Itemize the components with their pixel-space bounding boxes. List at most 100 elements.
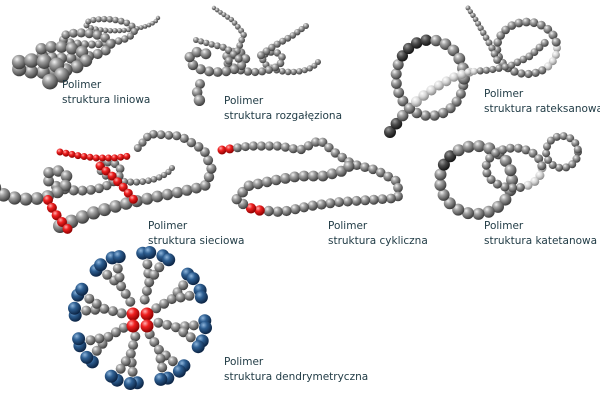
monomer-bead (81, 305, 92, 316)
monomer-bead (491, 148, 501, 158)
monomer-bead (546, 136, 555, 145)
monomer-bead (161, 171, 168, 179)
label-network: Polimer struktura sieciowa (148, 219, 244, 249)
monomer-bead (8, 191, 22, 205)
crosslink-bead (217, 145, 227, 155)
crosslink-bead (126, 307, 140, 321)
monomer-bead (486, 175, 496, 184)
monomer-bead (571, 139, 580, 148)
monomer-bead (522, 17, 531, 27)
monomer-bead (236, 42, 244, 49)
monomer-bead (123, 19, 131, 27)
monomer-bead (548, 57, 557, 66)
monomer-bead (315, 59, 321, 65)
monomer-bead (94, 40, 103, 49)
monomer-bead (87, 206, 101, 220)
monomer-bead (229, 50, 238, 59)
monomer-bead (150, 21, 155, 26)
monomer-bead (238, 36, 245, 44)
monomer-bead (303, 23, 309, 29)
monomer-bead (188, 320, 199, 331)
monomer-bead (535, 43, 544, 52)
terminal-bead (154, 372, 168, 386)
monomer-bead (118, 322, 129, 333)
monomer-bead (103, 331, 114, 342)
monomer-bead (493, 56, 501, 64)
monomer-bead (90, 16, 97, 24)
monomer-bead (141, 192, 154, 205)
monomer-bead (528, 148, 538, 158)
monomer-bead (426, 85, 437, 96)
label-linear: Polimer struktura liniowa (62, 78, 150, 108)
monomer-bead (203, 39, 210, 47)
monomer-bead (437, 158, 450, 171)
monomer-bead (523, 180, 533, 190)
monomer-bead (85, 335, 96, 346)
monomer-bead (411, 96, 422, 107)
monomer-bead (542, 149, 551, 158)
monomer-bead (233, 143, 243, 153)
monomer-bead (271, 63, 280, 72)
terminal-bead (75, 282, 89, 296)
monomer-bead (384, 126, 396, 138)
monomer-bead (492, 179, 502, 189)
monomer-bead (437, 188, 450, 201)
label-cyclic-type: struktura cykliczna (328, 235, 428, 247)
monomer-bead (517, 69, 526, 78)
monomer-bead (112, 28, 118, 34)
network-polymer-model (0, 129, 217, 234)
crosslink-bead (57, 217, 67, 227)
monomer-bead (342, 196, 353, 207)
crosslink-bead (117, 153, 125, 161)
terminal-bead (94, 258, 108, 272)
monomer-bead (243, 67, 253, 76)
monomer-bead (334, 197, 344, 208)
monomer-bead (167, 356, 178, 367)
monomer-bead (121, 35, 129, 43)
monomer-bead (499, 154, 512, 167)
monomer-bead (383, 171, 394, 182)
monomer-bead (133, 144, 142, 152)
monomer-bead (43, 167, 55, 179)
monomer-bead (99, 303, 110, 314)
monomer-bead (396, 50, 408, 62)
monomer-bead (433, 80, 444, 91)
crosslink-bead (128, 194, 138, 204)
monomer-bead (439, 38, 452, 50)
crosslink-bead (140, 307, 154, 321)
terminal-bead (112, 250, 126, 264)
monomer-bead (133, 178, 141, 186)
label-cyclic: Polimer struktura cykliczna (328, 219, 428, 249)
monomer-bead (280, 142, 290, 152)
monomer-bead (65, 52, 77, 64)
monomer-bead (121, 27, 127, 33)
monomer-bead (288, 144, 298, 154)
monomer-bead (146, 22, 152, 28)
monomer-bead (241, 142, 250, 152)
monomer-bead (303, 141, 314, 151)
monomer-bead (116, 281, 127, 292)
label-network-title: Polimer (148, 220, 188, 232)
monomer-bead (276, 59, 285, 68)
monomer-bead (141, 285, 152, 296)
monomer-bead (197, 38, 205, 45)
monomer-bead (224, 46, 233, 54)
monomer-bead (499, 193, 512, 206)
crosslink-bead (62, 149, 70, 157)
monomer-bead (445, 103, 456, 114)
monomer-bead (513, 143, 523, 153)
monomer-bead (208, 41, 215, 48)
crosslink-bead (225, 144, 235, 154)
monomer-bead (191, 182, 202, 194)
monomer-bead (178, 280, 189, 291)
terminal-bead (68, 301, 81, 315)
monomer-bead (467, 9, 473, 15)
monomer-bead (566, 134, 575, 143)
monomer-bead (151, 190, 164, 203)
crosslink-bead (105, 154, 112, 162)
monomer-bead (507, 61, 516, 69)
monomer-bead (508, 183, 518, 193)
label-rotaxane: Polimer struktura rateksanowa (484, 87, 600, 117)
monomer-bead (128, 340, 139, 351)
monomer-bead (94, 333, 105, 344)
